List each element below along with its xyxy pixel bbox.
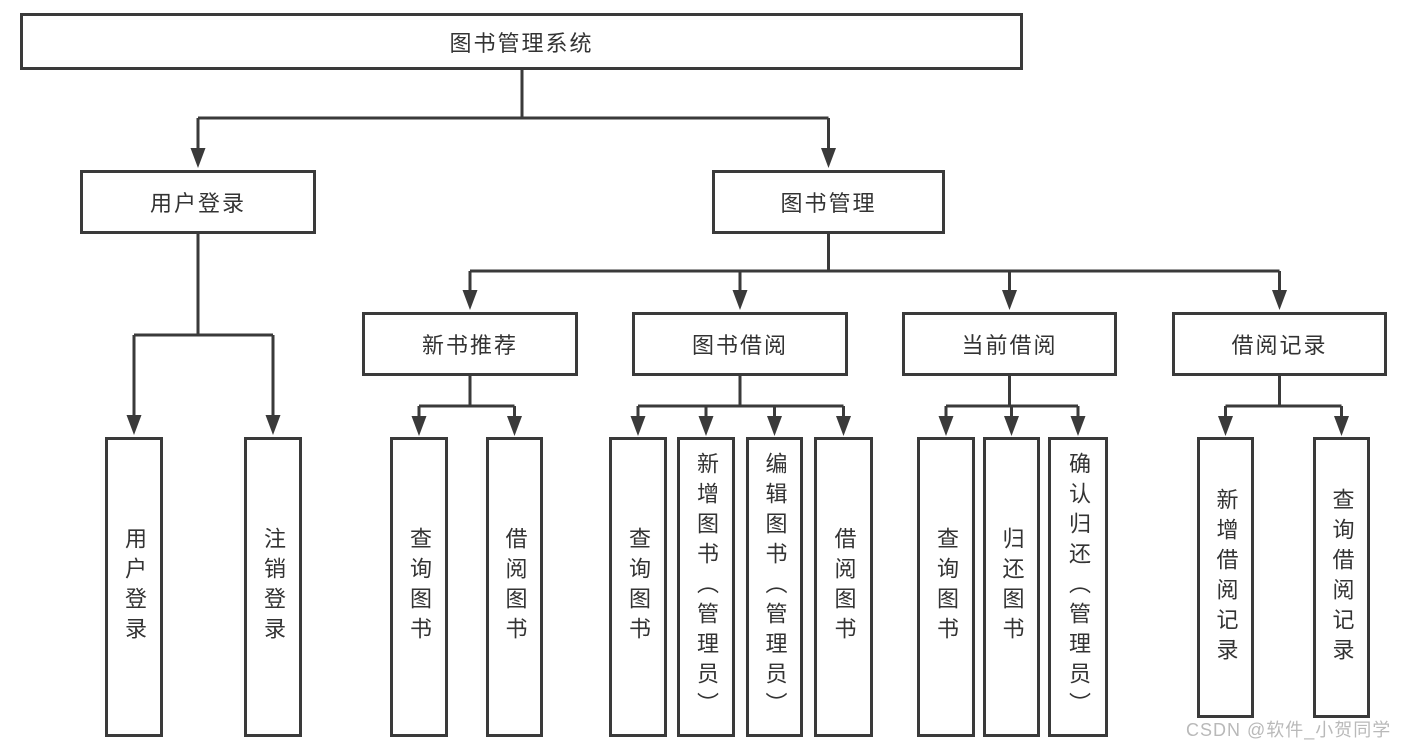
node-label: 图书借阅	[691, 333, 788, 358]
node-label: 查询图书	[407, 527, 432, 647]
node-book-borrowing: 图书借阅	[632, 312, 848, 376]
leaf-confirm-return-admin: 确认归还（管理员）	[1048, 437, 1108, 737]
node-label: 归还图书	[999, 527, 1025, 647]
node-label: 用户登录	[149, 191, 246, 216]
leaf-query-books-borrow: 查询图书	[609, 437, 667, 737]
leaf-return-books: 归还图书	[983, 437, 1040, 737]
leaf-borrow-books-recommend: 借阅图书	[486, 437, 543, 737]
node-label: 查询图书	[626, 527, 651, 647]
leaf-query-books-current: 查询图书	[917, 437, 975, 737]
leaf-user-login: 用户登录	[105, 437, 163, 737]
leaf-edit-books-admin: 编辑图书（管理员）	[746, 437, 803, 737]
node-label: 新增借阅记录	[1213, 487, 1239, 668]
node-label: 查询借阅记录	[1329, 487, 1355, 668]
leaf-add-borrow-record: 新增借阅记录	[1197, 437, 1254, 718]
node-label: 编辑图书（管理员）	[762, 452, 788, 722]
node-book-management: 图书管理	[712, 170, 945, 234]
node-label: 图书管理系统	[449, 30, 594, 56]
node-current-borrowing: 当前借阅	[902, 312, 1117, 376]
node-borrowing-records: 借阅记录	[1172, 312, 1387, 376]
leaf-logout: 注销登录	[244, 437, 302, 737]
leaf-add-books-admin: 新增图书（管理员）	[677, 437, 735, 737]
node-label: 新增图书（管理员）	[694, 452, 719, 722]
node-label: 新书推荐	[421, 333, 518, 358]
leaf-borrow-books: 借阅图书	[814, 437, 873, 737]
node-label: 图书管理	[780, 191, 877, 216]
leaf-query-borrow-record: 查询借阅记录	[1313, 437, 1370, 718]
node-user-login: 用户登录	[80, 170, 316, 234]
node-label: 当前借阅	[961, 333, 1058, 358]
arrowheads	[126, 148, 1349, 436]
node-library-management-system: 图书管理系统	[20, 13, 1023, 70]
node-label: 用户登录	[122, 527, 147, 647]
node-label: 借阅图书	[502, 527, 528, 647]
node-label: 借阅记录	[1231, 333, 1328, 358]
node-new-book-recommendation: 新书推荐	[362, 312, 578, 376]
csdn-watermark: CSDN @软件_小贺同学	[1186, 720, 1392, 740]
node-label: 注销登录	[261, 527, 286, 647]
node-label: 确认归还（管理员）	[1066, 452, 1091, 722]
leaf-query-books-recommend: 查询图书	[390, 437, 448, 737]
node-label: 查询图书	[934, 527, 959, 647]
node-label: 借阅图书	[831, 527, 857, 647]
